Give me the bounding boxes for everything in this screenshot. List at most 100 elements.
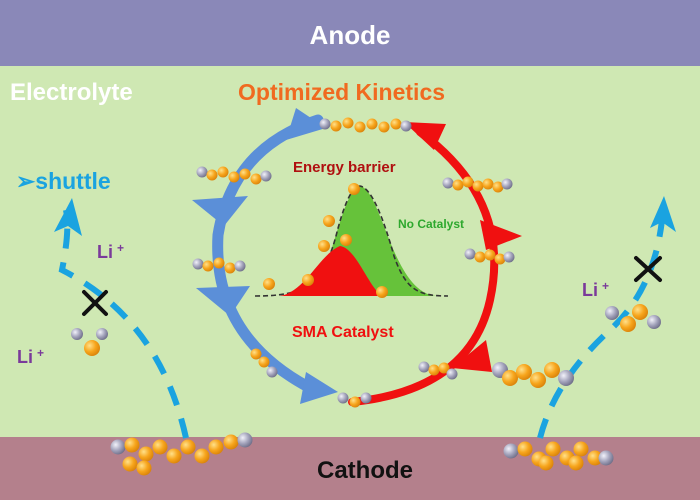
sulfur-atom <box>152 439 168 455</box>
polysulfide-molecules <box>71 117 661 476</box>
sulfur-atom <box>378 121 390 133</box>
lithium-atom <box>337 392 349 404</box>
blue-cycle-arrow <box>212 114 324 398</box>
sulfur-atom <box>258 356 270 368</box>
sulfur-atom <box>474 251 486 263</box>
sulfur-atom <box>206 169 218 181</box>
sulfur-atom <box>166 448 182 464</box>
sulfur-atom <box>376 286 388 298</box>
lithium-atom <box>446 368 458 380</box>
sulfur-atom <box>318 240 330 252</box>
sulfur-atom <box>122 456 138 472</box>
sulfur-atom <box>568 455 584 471</box>
lithium-atom <box>605 306 619 320</box>
li-label-upper-left: Li+ <box>97 241 124 262</box>
blue-arrowhead-left-lower <box>196 286 250 316</box>
sulfur-atom <box>620 316 636 332</box>
sulfur-atom <box>138 446 154 462</box>
sulfur-atom <box>484 249 496 261</box>
sulfur-atom <box>263 278 275 290</box>
shuttle-arrowhead-right <box>650 196 676 232</box>
lithium-atom <box>503 251 515 263</box>
cathode-label: Cathode <box>317 457 413 484</box>
lithium-atom <box>501 178 513 190</box>
sulfur-atom <box>217 166 229 178</box>
blue-arrowhead-left <box>192 196 248 226</box>
sulfur-atom <box>390 118 402 130</box>
sulfur-atom <box>250 173 262 185</box>
sulfur-atom <box>452 179 464 191</box>
sulfur-atom <box>587 450 603 466</box>
sulfur-atom <box>348 183 360 195</box>
shuttle-arrowhead-left <box>54 198 82 236</box>
blue-arrowhead-bottom <box>300 372 338 404</box>
sulfur-atom <box>330 120 342 132</box>
sulfur-atom <box>342 117 354 129</box>
li-label-lower-left: Li+ <box>17 346 44 367</box>
lithium-atom <box>464 248 476 260</box>
sulfur-atom <box>228 171 240 183</box>
red-arrowhead-top <box>404 122 446 150</box>
sulfur-atom <box>545 441 561 457</box>
sulfur-atom <box>632 304 648 320</box>
lithium-atom <box>503 443 519 459</box>
sulfur-atom <box>208 439 224 455</box>
sulfur-atom <box>494 253 506 265</box>
sulfur-atom <box>340 234 352 246</box>
sulfur-atom <box>224 262 236 274</box>
sulfur-atom <box>202 260 214 272</box>
energy-barrier-label: Energy barrier <box>293 159 396 176</box>
red-arrowhead-right <box>480 220 522 250</box>
no-catalyst-label: No Catalyst <box>398 217 464 231</box>
lithium-atom <box>71 328 83 340</box>
sulfur-atom <box>366 118 378 130</box>
sulfur-atom <box>438 362 450 374</box>
sulfur-atom <box>250 348 262 360</box>
shuttle-dashed-path-left <box>58 209 189 439</box>
sma-catalyst-label: SMA Catalyst <box>292 324 394 341</box>
electrolyte-label: Electrolyte <box>10 79 133 106</box>
li-label-right: Li+ <box>582 279 609 300</box>
sulfur-atom <box>354 121 366 133</box>
sulfur-atom <box>239 168 251 180</box>
red-arrowhead-lower <box>452 340 492 372</box>
sulfur-atom <box>516 364 532 380</box>
sulfur-atom <box>223 434 239 450</box>
lithium-atom <box>237 432 253 448</box>
blocked-cross-right <box>634 256 662 282</box>
shuttle-dashed-path-right <box>537 219 665 439</box>
shuttle-label: ➢shuttle <box>16 168 111 194</box>
blue-arrowhead-top <box>286 108 326 140</box>
sulfur-atom <box>482 178 494 190</box>
lithium-atom <box>319 118 331 130</box>
lithium-atom <box>647 315 661 329</box>
lithium-atom <box>260 170 272 182</box>
sulfur-atom <box>492 181 504 193</box>
lithium-atom <box>418 361 430 373</box>
sulfur-atom <box>213 257 225 269</box>
sulfur-atom <box>323 215 335 227</box>
lithium-atom <box>196 166 208 178</box>
sulfur-atom <box>428 364 440 376</box>
sulfur-atom <box>84 340 100 356</box>
lithium-atom <box>442 177 454 189</box>
lithium-atom <box>360 392 372 404</box>
sulfur-atom <box>349 396 361 408</box>
sulfur-atom <box>180 439 196 455</box>
sulfur-atom <box>462 176 474 188</box>
sulfur-atom <box>302 274 314 286</box>
sulfur-atom <box>472 180 484 192</box>
sulfur-atom <box>544 362 560 378</box>
sulfur-atom <box>538 455 554 471</box>
sulfur-atom <box>194 448 210 464</box>
lithium-atom <box>598 450 614 466</box>
sulfur-atom <box>573 441 589 457</box>
sulfur-atom <box>530 372 546 388</box>
lithium-atom <box>234 260 246 272</box>
sulfur-atom <box>502 370 518 386</box>
lithium-atom <box>192 258 204 270</box>
blocked-cross-left <box>82 290 108 316</box>
sulfur-atom <box>136 460 152 476</box>
lithium-atom <box>96 328 108 340</box>
